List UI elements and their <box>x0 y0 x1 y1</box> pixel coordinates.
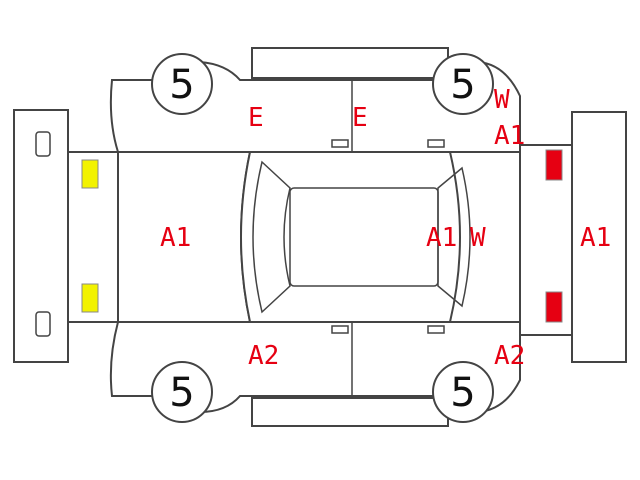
tire-rear-right-label: 5 <box>450 370 475 416</box>
mark-rear-panel: A1 <box>580 223 611 253</box>
rear-light-bottom <box>545 291 563 323</box>
mark-windshield-a1: A1 <box>426 223 457 253</box>
rear-bumper <box>571 111 627 363</box>
rear-section <box>519 144 573 336</box>
mark-rear-top-a1: A1 <box>494 121 525 151</box>
tire-front-left: 5 <box>151 53 213 115</box>
mark-rear-top-w: W <box>494 85 510 115</box>
rear-light-top <box>545 149 563 181</box>
front-bumper <box>13 109 69 363</box>
tire-front-right: 5 <box>151 361 213 423</box>
tire-rear-left: 5 <box>432 53 494 115</box>
mark-windshield-w: W <box>470 223 486 253</box>
mark-rear-right-corner: A2 <box>494 341 525 371</box>
tire-rear-left-label: 5 <box>450 62 475 108</box>
front-light-top <box>81 159 99 189</box>
cabin <box>240 151 471 323</box>
lower-side-panels <box>109 321 521 427</box>
mark-hood: A1 <box>160 223 191 253</box>
front-light-bottom <box>81 283 99 313</box>
mark-front-left-door: E <box>248 103 264 133</box>
mark-front-right-door: A2 <box>248 341 279 371</box>
front-section <box>67 151 121 323</box>
tire-rear-right: 5 <box>432 361 494 423</box>
tire-front-right-label: 5 <box>169 370 194 416</box>
tire-front-left-label: 5 <box>169 62 194 108</box>
mark-rear-left-door: E <box>352 103 368 133</box>
